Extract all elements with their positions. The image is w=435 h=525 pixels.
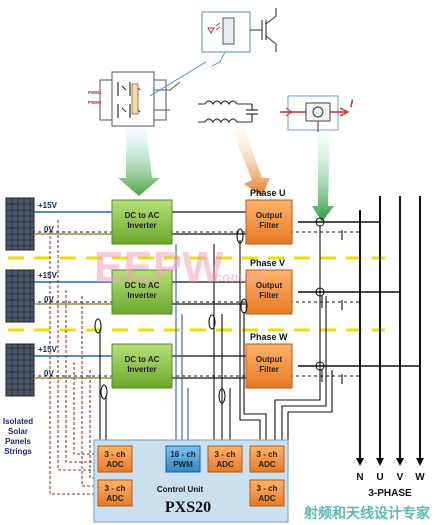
inverter-v-label-line1: DC to AC — [125, 281, 160, 290]
switch-label-1: PWM1 — [88, 90, 102, 95]
solar-panel-3 — [5, 343, 35, 397]
rail-plus-label-w: +15V — [38, 345, 58, 354]
solar-caption-line3: Panels — [5, 437, 31, 446]
adc-2-line2: ADC — [106, 494, 124, 503]
bus-label-w: W — [415, 472, 425, 483]
control-unit-model: PXS20 — [165, 499, 211, 516]
eepw-url-watermark: com.cn — [214, 269, 263, 285]
control-unit-title: Control Unit — [157, 485, 204, 494]
rail-zero-label-w: 0V — [44, 369, 54, 378]
filter-u-label-line2: Filter — [259, 221, 279, 230]
inverter-u-label-line2: Inverter — [127, 221, 156, 230]
control-unit: Control Unit PXS20 3 - ch ADC 3 - ch ADC… — [93, 439, 289, 523]
inverter-w-label-line2: Inverter — [127, 365, 156, 374]
inverter-v-label-line2: Inverter — [127, 291, 156, 300]
adc-4-line1: 3 - ch — [257, 450, 278, 459]
adc-2-line1: 3 - ch — [105, 484, 126, 493]
bus-label-u: U — [376, 472, 383, 483]
solar-panel-1 — [5, 197, 35, 251]
filter-v-label-line2: Filter — [259, 291, 279, 300]
bus-label-n: N — [356, 472, 363, 483]
phase-v-label: Phase V — [250, 258, 285, 268]
adc-5-line1: 3 - ch — [257, 484, 278, 493]
phase-row-w: +15V 0V DC to AC Inverter Output Filter … — [34, 332, 420, 389]
solar-caption-line1: Isolated — [3, 417, 33, 426]
filter-v-label-line1: Output — [256, 281, 283, 290]
filter-w-label-line2: Filter — [259, 365, 279, 374]
current-symbol: I — [350, 98, 354, 110]
solar-panel-2 — [5, 269, 35, 323]
adc-5-line2: ADC — [258, 494, 276, 503]
inverter-arrow — [118, 128, 160, 196]
adc-1-line1: 3 - ch — [105, 450, 126, 459]
solar-caption-line2: Solar — [8, 427, 28, 436]
inverter-w-label-line1: DC to AC — [125, 355, 160, 364]
adc-3-line2: ADC — [216, 460, 234, 469]
solar-caption-line4: Strings — [4, 447, 32, 456]
phase-w-label: Phase W — [250, 332, 288, 342]
h-bridge-icon: PWM1 PWM2 — [88, 71, 181, 127]
rail-plus-label-u: +15V — [38, 201, 58, 210]
adc-3-line1: 3 - ch — [215, 450, 236, 459]
gate-driver-icon — [201, 8, 277, 67]
adc-4-line2: ADC — [258, 460, 276, 469]
sensor-arrow — [312, 130, 334, 222]
bus-lines — [14, 196, 424, 466]
bus-label-v: V — [397, 472, 404, 483]
inverter-u-label-line1: DC to AC — [125, 211, 160, 220]
rail-zero-label-u: 0V — [44, 225, 54, 234]
filter-w-label-line1: Output — [256, 355, 283, 364]
rail-zero-label-v: 0V — [44, 295, 54, 304]
corner-watermark: 射频和天线设计专家 — [303, 505, 431, 521]
current-sensor-icon: I — [280, 95, 354, 132]
phase-row-u: +15V 0V DC to AC Inverter Output Filter … — [34, 188, 380, 245]
blue-pointer-line — [149, 61, 207, 97]
eepw-watermark: EEPW — [94, 243, 224, 292]
filter-u-label-line1: Output — [256, 211, 283, 220]
switch-label-2: PWM2 — [88, 100, 102, 105]
phase-row-v: +15V 0V DC to AC Inverter Output Filter … — [34, 258, 400, 315]
adc-1-line2: ADC — [106, 460, 124, 469]
pwm-line2: PWM — [173, 460, 193, 469]
filter-arrow — [232, 128, 270, 196]
pwm-line1: 16 - ch — [170, 450, 195, 459]
phase-u-label: Phase U — [250, 188, 286, 198]
filter-schematic-icon — [198, 100, 258, 124]
rail-plus-label-v: +15V — [38, 271, 58, 280]
bus-caption: 3-PHASE — [368, 488, 412, 499]
